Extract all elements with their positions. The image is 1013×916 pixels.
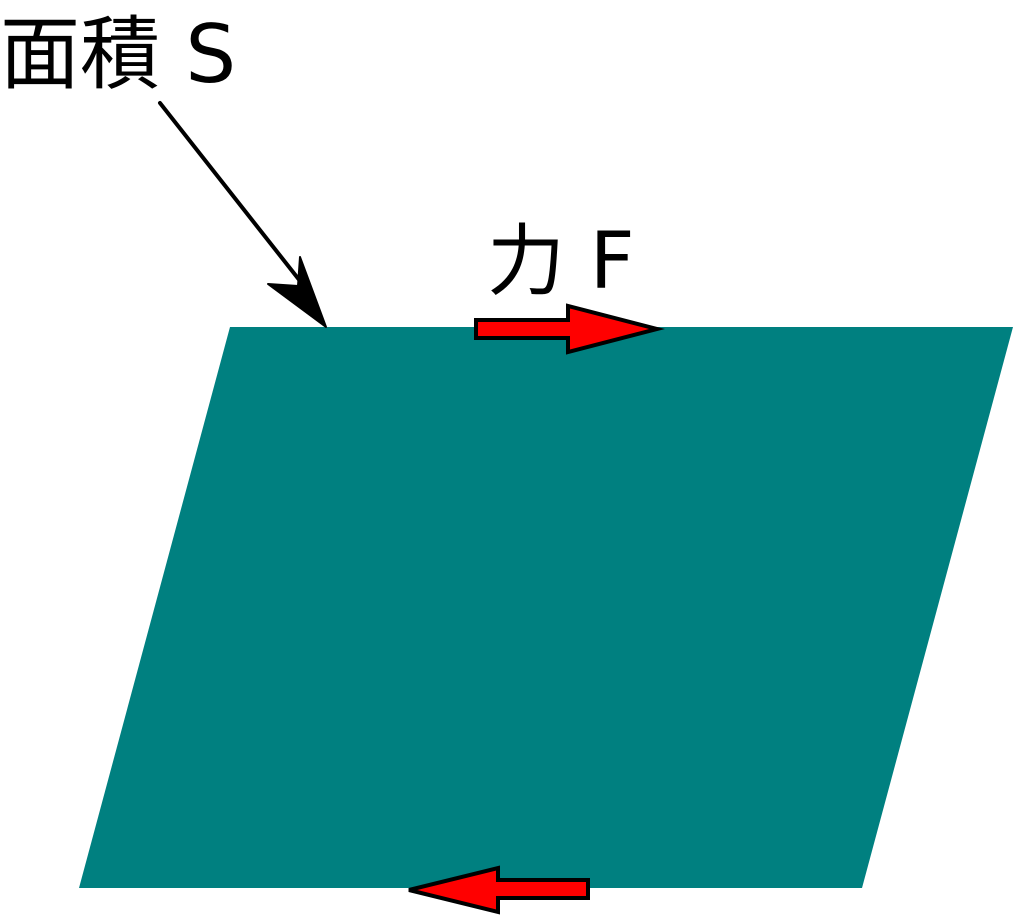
area-label: 面積 S <box>0 8 236 101</box>
pointer-arrow-icon <box>158 101 327 328</box>
force-label: 力 F <box>487 217 635 307</box>
right-arrow-icon <box>474 303 665 355</box>
left-arrow-icon <box>408 865 590 915</box>
sheared-body-parallelogram <box>79 327 1013 888</box>
